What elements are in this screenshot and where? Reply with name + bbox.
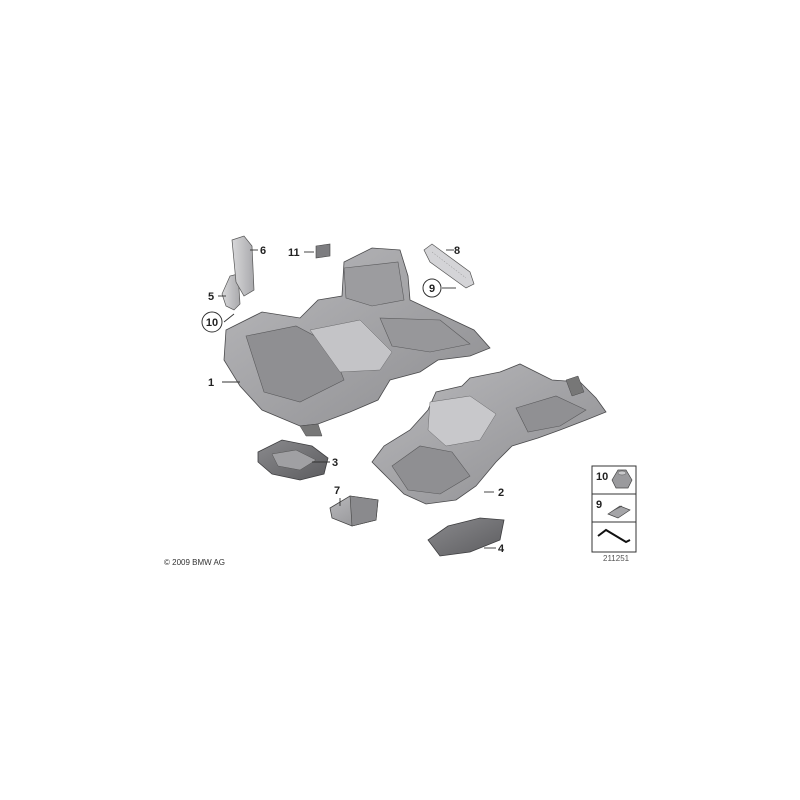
trim-panel-part[interactable] bbox=[231, 235, 255, 297]
callout-8: 8 bbox=[454, 245, 460, 257]
callout-10-circle: 10 bbox=[201, 311, 223, 333]
bracket-part[interactable] bbox=[221, 273, 241, 311]
callout-1: 1 bbox=[208, 377, 214, 389]
sill-strip-part[interactable] bbox=[423, 243, 475, 289]
callout-2: 2 bbox=[498, 487, 504, 499]
callout-10: 10 bbox=[206, 317, 218, 329]
callout-11: 11 bbox=[288, 247, 300, 259]
callout-9: 9 bbox=[429, 283, 435, 295]
callout-4: 4 bbox=[498, 543, 505, 555]
rear-carpet-part[interactable] bbox=[371, 363, 607, 505]
leader-lines bbox=[218, 249, 496, 549]
callout-3: 3 bbox=[332, 457, 338, 469]
front-carpet-part[interactable] bbox=[223, 247, 491, 437]
legend-label-9: 9 bbox=[596, 499, 602, 511]
copyright-text: © 2009 BMW AG bbox=[164, 558, 226, 567]
insulation-block-part[interactable] bbox=[329, 495, 379, 527]
callout-5: 5 bbox=[208, 291, 214, 303]
small-pad-part[interactable] bbox=[315, 243, 331, 259]
cross-section-icon bbox=[597, 528, 631, 544]
fastener-legend: 10 9 bbox=[591, 465, 637, 553]
floor-mat-part[interactable] bbox=[427, 517, 505, 557]
sound-insulation-part[interactable] bbox=[257, 439, 329, 481]
callout-7: 7 bbox=[334, 485, 340, 497]
callout-6: 6 bbox=[260, 245, 266, 257]
nut-icon bbox=[611, 469, 633, 489]
callout-9-circle: 9 bbox=[422, 278, 442, 298]
figure-number: 211251 bbox=[603, 554, 630, 563]
legend-label-10: 10 bbox=[596, 471, 608, 483]
clip-icon bbox=[607, 505, 631, 519]
